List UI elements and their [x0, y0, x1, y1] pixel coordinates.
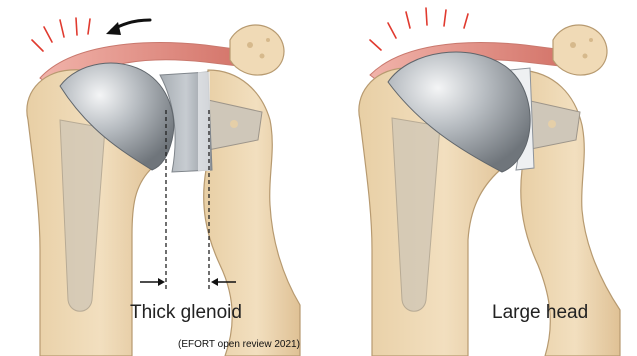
thick-glenoid-label: Thick glenoid — [130, 302, 242, 324]
acromion-right — [553, 25, 607, 75]
large-head-label: Large head — [492, 302, 588, 324]
strain-lines-left — [32, 18, 90, 51]
source-citation: (EFORT open review 2021) — [178, 339, 300, 350]
curved-arrow-icon — [106, 20, 150, 35]
acromion-left — [230, 25, 284, 75]
right-arrow-icon — [140, 278, 165, 286]
